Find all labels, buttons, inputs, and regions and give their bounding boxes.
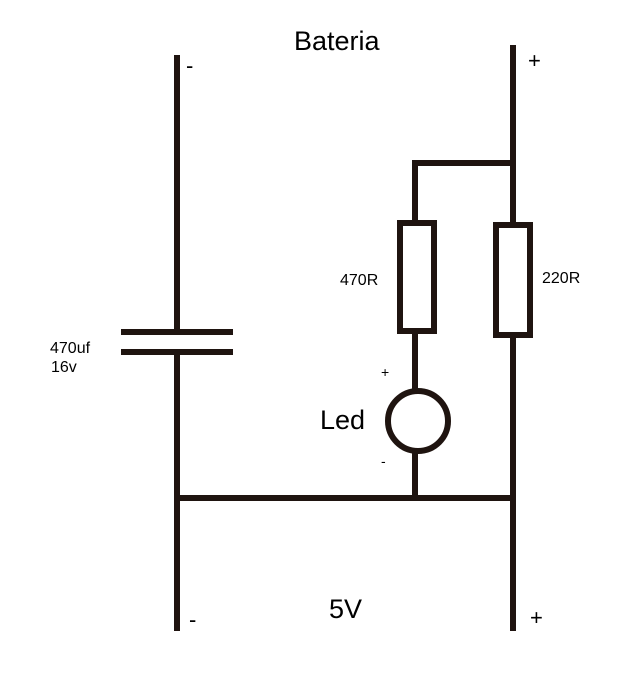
battery-title: Bateria xyxy=(294,26,380,56)
led-label: Led xyxy=(320,405,366,435)
top-right-positive-sign: + xyxy=(528,48,541,73)
top-left-negative-sign: - xyxy=(186,53,194,78)
bottom-right-positive-sign: + xyxy=(530,605,543,630)
resistor-220r-label: 220R xyxy=(542,270,581,287)
capacitor-voltage-label: 16v xyxy=(51,359,77,376)
led-negative-sign: - xyxy=(381,453,386,469)
resistor-220r xyxy=(493,222,533,338)
bottom-left-negative-sign: - xyxy=(189,607,197,632)
resistor-470r xyxy=(397,220,437,334)
capacitor-value-label: 470uf xyxy=(50,340,91,357)
resistor-470r-label: 470R xyxy=(340,272,379,289)
output-voltage-label: 5V xyxy=(329,594,363,624)
led-symbol xyxy=(385,388,451,454)
led-positive-sign: + xyxy=(381,364,390,380)
